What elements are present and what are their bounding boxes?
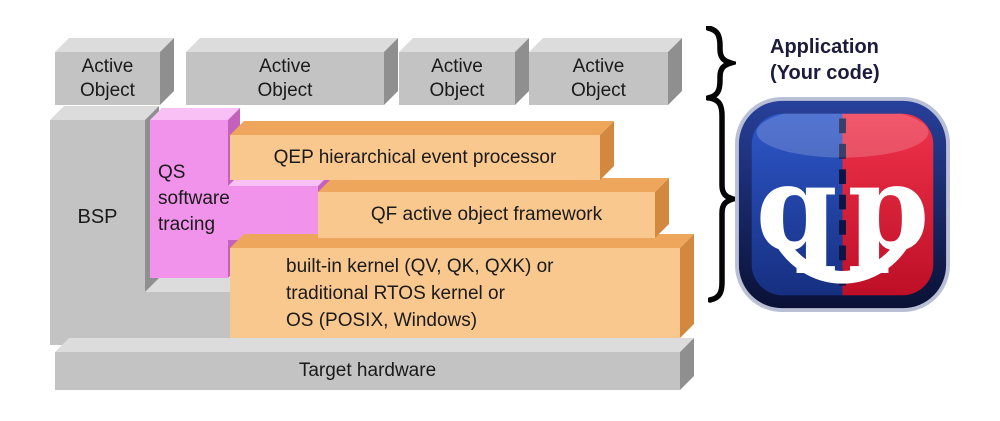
application-brace xyxy=(706,26,736,101)
active-object-box-4: Active Object xyxy=(529,38,682,105)
framework-brace-path xyxy=(708,96,738,303)
qep-top-face xyxy=(230,121,614,135)
active-object-3-label: Active Object xyxy=(429,55,485,101)
active-object-1-side-face xyxy=(160,38,174,105)
active-object-box-3: Active Object xyxy=(399,38,529,105)
kernel-front-face: built-in kernel (QV, QK, QXK) or traditi… xyxy=(230,248,680,338)
target-hardware-front-face: Target hardware xyxy=(55,352,680,390)
qs-top-face xyxy=(150,108,240,120)
qf-layer: QF active object framework xyxy=(318,178,669,238)
bsp-label: BSP xyxy=(77,206,118,228)
qf-front-face: QF active object framework xyxy=(318,192,655,238)
active-object-3-top-face xyxy=(399,38,529,52)
qs-front-face xyxy=(150,120,228,278)
active-object-2-side-face xyxy=(384,38,398,105)
active-object-3-front-face: Active Object xyxy=(399,52,515,105)
active-object-2-label: Active Object xyxy=(257,55,313,101)
active-object-1-front-face: Active Object xyxy=(55,52,160,105)
logo-gloss xyxy=(756,113,929,158)
bsp-box: BSP xyxy=(50,106,159,345)
active-object-box-2: Active Object xyxy=(186,38,398,105)
kernel-layer: built-in kernel (QV, QK, QXK) or traditi… xyxy=(230,234,694,338)
qf-top-face xyxy=(318,178,669,192)
application-brace-path xyxy=(706,26,736,101)
qs-step-front-face xyxy=(228,186,318,240)
active-object-1-label: Active Object xyxy=(80,55,135,101)
active-object-2-front-face: Active Object xyxy=(186,52,384,105)
target-hardware-label: Target hardware xyxy=(298,360,437,381)
qs-step-box xyxy=(228,174,330,240)
active-object-3-side-face xyxy=(515,38,529,105)
qep-label: QEP hierarchical event processor xyxy=(273,146,557,168)
qf-label: QF active object framework xyxy=(370,204,603,225)
qs-label: QS software tracing xyxy=(158,162,230,235)
active-object-1-top-face xyxy=(55,38,174,52)
target-hardware-bar: Target hardware xyxy=(55,338,694,390)
active-object-4-side-face xyxy=(668,38,682,105)
active-object-4-front-face: Active Object xyxy=(529,52,668,105)
target-hardware-top-face xyxy=(55,338,694,352)
qs-tracing-box xyxy=(150,108,240,278)
active-object-4-label: Active Object xyxy=(571,55,626,101)
logo-smile xyxy=(769,225,916,284)
application-label: Application (Your code) xyxy=(770,36,880,84)
framework-brace xyxy=(708,96,738,303)
bsp-top-face xyxy=(50,106,159,120)
qep-layer: QEP hierarchical event processor xyxy=(230,121,614,180)
active-object-2-top-face xyxy=(186,38,398,52)
kernel-label: built-in kernel (QV, QK, QXK) or traditi… xyxy=(286,255,554,331)
active-object-box-1: Active Object xyxy=(55,38,174,105)
active-object-4-top-face xyxy=(529,38,682,52)
kernel-side-face xyxy=(680,234,694,338)
qp-logo: q p xyxy=(735,97,950,312)
bsp-front-face: BSP xyxy=(50,120,145,345)
qep-front-face: QEP hierarchical event processor xyxy=(230,135,600,180)
